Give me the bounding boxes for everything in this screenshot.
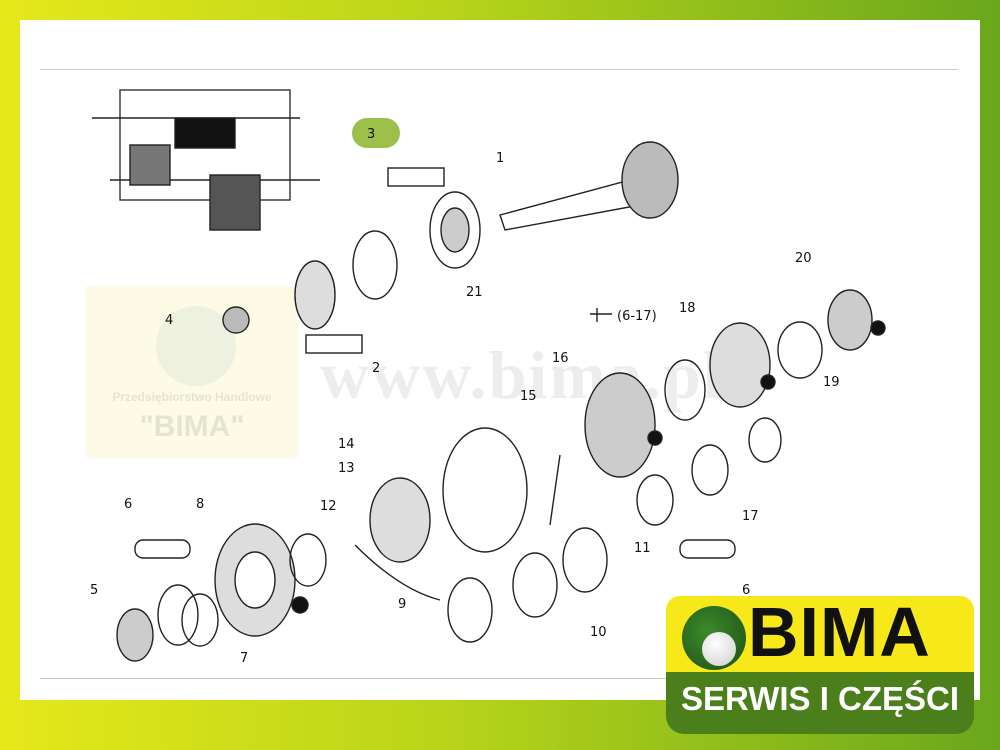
bottom-divider [40,678,958,679]
callout-18: 18 [679,301,696,316]
callout-9: 9 [398,597,406,612]
highlight-badge [352,118,400,148]
callout-11: 11 [634,541,651,556]
callout-10: 10 [590,625,607,640]
callout-range: (6-17) [617,309,657,324]
callout-15: 15 [520,389,537,404]
callout-16: 16 [552,351,569,366]
part-shaft [499,141,679,231]
gearbox-overview [92,89,320,231]
callout-17: 17 [742,509,759,524]
callout-20: 20 [795,251,812,266]
callout-7: 7 [240,651,248,666]
ball-icon [682,606,746,670]
bima-logo: BIMA SERWIS I CZĘŚCI [666,593,974,738]
url-watermark: www.bima.pl [320,337,724,413]
callout-13: 13 [338,461,355,476]
callout-6a: 6 [124,497,132,512]
callout-5: 5 [90,583,98,598]
callout-19: 19 [823,375,840,390]
callout-14: 14 [338,437,355,452]
callout-21: 21 [466,285,483,300]
callout-4: 4 [165,313,173,328]
company-watermark: Przedsiębiorstwo Handlowe "BIMA" [86,286,298,458]
callout-6b: 6 [742,583,750,598]
top-divider [40,69,958,70]
callout-8: 8 [196,497,204,512]
callout-12: 12 [320,499,337,514]
callout-3: 3 [367,127,375,142]
callout-2: 2 [372,361,380,376]
callout-1: 1 [496,151,504,166]
